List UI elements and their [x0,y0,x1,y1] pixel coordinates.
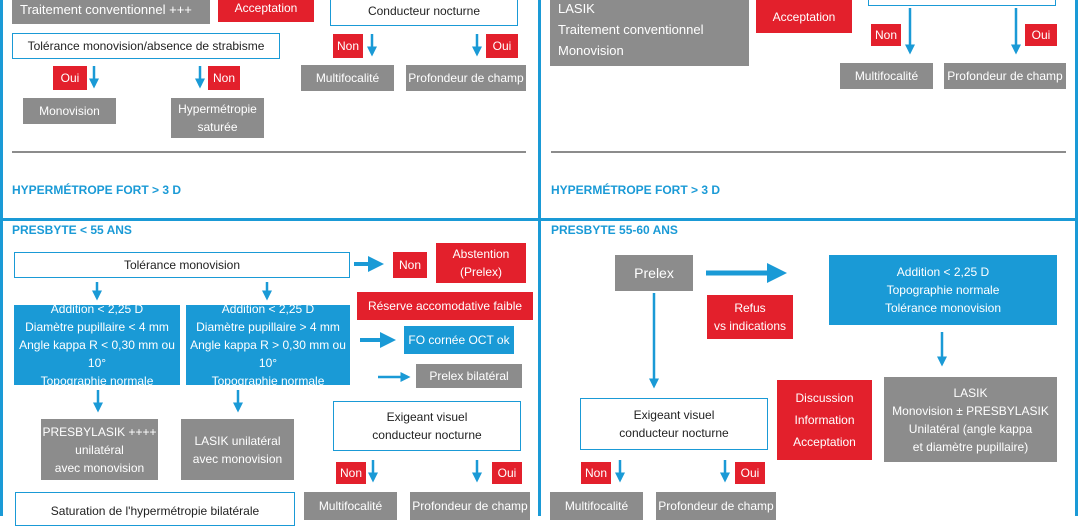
demanding-visual-box: Exigeant visuel conducteur nocturne [580,398,768,450]
multifocality-box: Multifocalité [840,63,933,89]
no-badge: Non [393,252,427,278]
depth-of-field-box: Profondeur de champ [406,65,526,91]
lasik-monovision-box: LASIK Monovision ± PRESBYLASIK Unilatéra… [884,377,1057,462]
frame-left-edge [0,0,3,516]
yes-badge: Oui [53,66,87,90]
yes-badge: Oui [1025,24,1057,46]
depth-of-field-box: Profondeur de champ [656,492,776,520]
prelex-bilateral-box: Prelex bilatéral [416,364,522,388]
section-heading: HYPERMÉTROPE FORT > 3 D PRESBYTE < 55 AN… [12,160,181,260]
refusal-box: Refus vs indications [707,295,793,339]
section-rule [12,151,526,153]
depth-of-field-box: Profondeur de champ [944,63,1066,89]
acceptance-box: Acceptation [756,0,852,33]
acceptance-box: Acceptation [218,0,314,22]
criteria-box: Addition < 2,25 D Topographie normale To… [829,255,1057,325]
demanding-visual-box: Exigeant visuel conducteur nocturne [333,401,521,451]
abstention-box: Abstention (Prelex) [436,243,526,283]
discussion-box: Discussion Information Acceptation [777,380,872,460]
options-box: LASIK Traitement conventionnel Monovisio… [550,0,749,66]
heading-line-1: HYPERMÉTROPE FORT > 3 D [551,183,721,197]
fo-cornea-box: FO cornée OCT ok [404,326,514,354]
weak-reserve-box: Réserve accomodative faible [357,292,533,320]
section-heading: HYPERMÉTROPE FORT > 3 D PRESBYTE 55-60 A… [551,160,720,260]
frame-center-divider [538,0,541,516]
multifocality-box: Multifocalité [550,492,643,520]
saturated-hyperopia-box: Hypermétropie saturée [171,98,264,138]
no-badge-b: Non [333,34,363,58]
criteria-large-pupil-box: Addition < 2,25 D Diamètre pupillaire > … [186,305,350,385]
tolerance-monovision-box: Tolérance monovision [14,252,350,278]
top-right-outline-box [868,0,1056,6]
conventional-treatment-box: Traitement conventionnel +++ [12,0,210,24]
night-driver-box: Conducteur nocturne [330,0,518,26]
frame-middle-divider [0,218,1078,221]
presbylasik-box: PRESBYLASIK ++++ unilatéral avec monovis… [41,419,158,480]
yes-badge-b: Oui [492,462,522,484]
tolerance-monovision-box: Tolérance monovision/absence de strabism… [12,33,280,59]
multifocality-box: Multifocalité [301,65,394,91]
prelex-box: Prelex [615,255,693,291]
yes-badge: Oui [735,462,765,484]
depth-of-field-box: Profondeur de champ [410,492,530,520]
heading-line-2: PRESBYTE 55-60 ANS [551,223,678,237]
lasik-unilateral-box: LASIK unilatéral avec monovision [181,419,294,480]
no-badge: Non [581,462,611,484]
section-rule [551,151,1066,153]
monovision-box: Monovision [23,98,116,124]
no-badge-b: Non [336,462,366,484]
no-badge: Non [208,66,240,90]
yes-badge-b: Oui [486,34,518,58]
frame-right-edge [1075,0,1078,516]
heading-line-1: HYPERMÉTROPE FORT > 3 D [12,183,182,197]
multifocality-box: Multifocalité [304,492,397,520]
criteria-small-pupil-box: Addition < 2,25 D Diamètre pupillaire < … [14,305,180,385]
no-badge: Non [871,24,901,46]
heading-line-2: PRESBYTE < 55 ANS [12,223,132,237]
